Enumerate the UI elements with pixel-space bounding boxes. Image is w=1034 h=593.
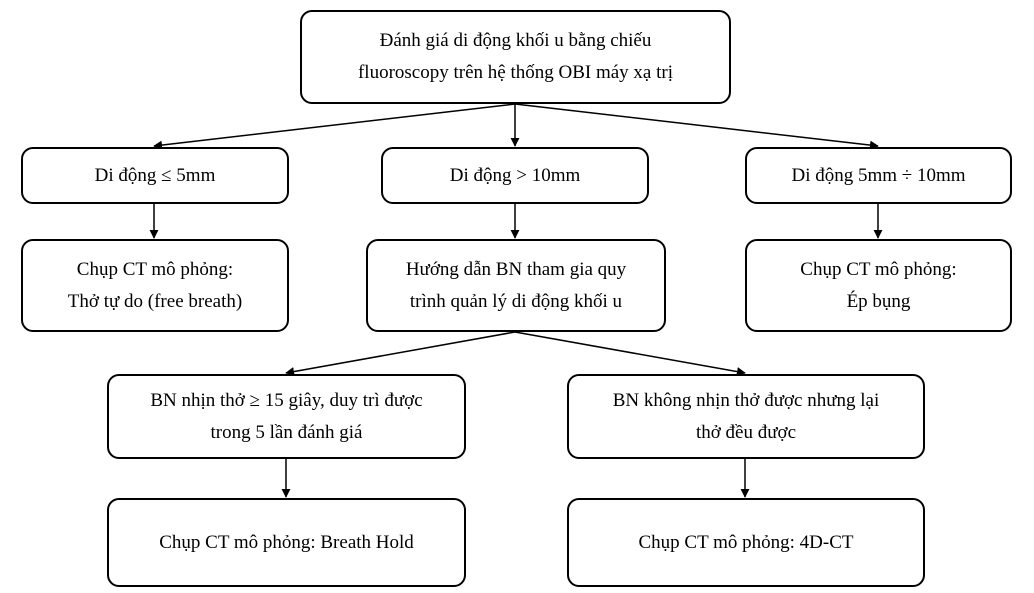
node-text-line: Di động ≤ 5mm bbox=[94, 164, 216, 186]
node-breath-hold-capable: BN nhịn thở ≥ 15 giây, duy trì được tron… bbox=[107, 374, 466, 459]
node-ct-abdominal-compression: Chụp CT mô phỏng: Ép bụng bbox=[745, 239, 1012, 332]
node-text-line: BN nhịn thở ≥ 15 giây, duy trì được bbox=[150, 389, 423, 411]
arrow-guide-to-breath-hold-ok bbox=[285, 331, 516, 377]
node-mobility-gt-10mm: Di động > 10mm bbox=[381, 147, 649, 204]
node-ct-4d: Chụp CT mô phỏng: 4D-CT bbox=[567, 498, 925, 587]
node-text-line: Ép bụng bbox=[846, 290, 911, 312]
node-guide-patient: Hướng dẫn BN tham gia quy trình quản lý … bbox=[366, 239, 666, 332]
node-regular-breathing: BN không nhịn thở được nhưng lại thở đều… bbox=[567, 374, 925, 459]
node-text-line: Thở tự do (free breath) bbox=[67, 290, 243, 312]
arrow-root-to-mobility-5-10 bbox=[514, 103, 879, 150]
node-text-line: trình quản lý di động khối u bbox=[409, 290, 623, 312]
arrow-guide-to-regular-breath bbox=[514, 331, 746, 377]
node-mobility-le-5mm: Di động ≤ 5mm bbox=[21, 147, 289, 204]
node-text-line: Di động 5mm ÷ 10mm bbox=[791, 164, 966, 186]
node-text-line: Di động > 10mm bbox=[449, 164, 581, 186]
node-text-line: Đánh giá di động khối u bằng chiếu bbox=[379, 30, 652, 51]
node-text-line: BN không nhịn thở được nhưng lại bbox=[612, 389, 880, 411]
node-ct-breath-hold: Chụp CT mô phỏng: Breath Hold bbox=[107, 498, 466, 587]
node-text-line: Chụp CT mô phỏng: bbox=[76, 258, 234, 280]
node-text-line: Chụp CT mô phỏng: Breath Hold bbox=[159, 531, 414, 553]
node-text-line: trong 5 lần đánh giá bbox=[210, 421, 363, 443]
node-mobility-5-to-10mm: Di động 5mm ÷ 10mm bbox=[745, 147, 1012, 204]
node-text-line: Hướng dẫn BN tham gia quy bbox=[405, 258, 627, 280]
node-text-line: Chụp CT mô phỏng: 4D-CT bbox=[638, 531, 854, 553]
root-node-mobility-assessment: Đánh giá di động khối u bằng chiếu fluor… bbox=[300, 10, 731, 104]
arrow-root-to-mobility-le5 bbox=[153, 103, 516, 150]
node-ct-free-breath: Chụp CT mô phỏng: Thở tự do (free breath… bbox=[21, 239, 289, 332]
node-text-line: thở đều được bbox=[695, 421, 797, 443]
node-text-line: Chụp CT mô phỏng: bbox=[800, 258, 957, 280]
node-text-line: fluoroscopy trên hệ thống OBI máy xạ trị bbox=[357, 62, 673, 83]
